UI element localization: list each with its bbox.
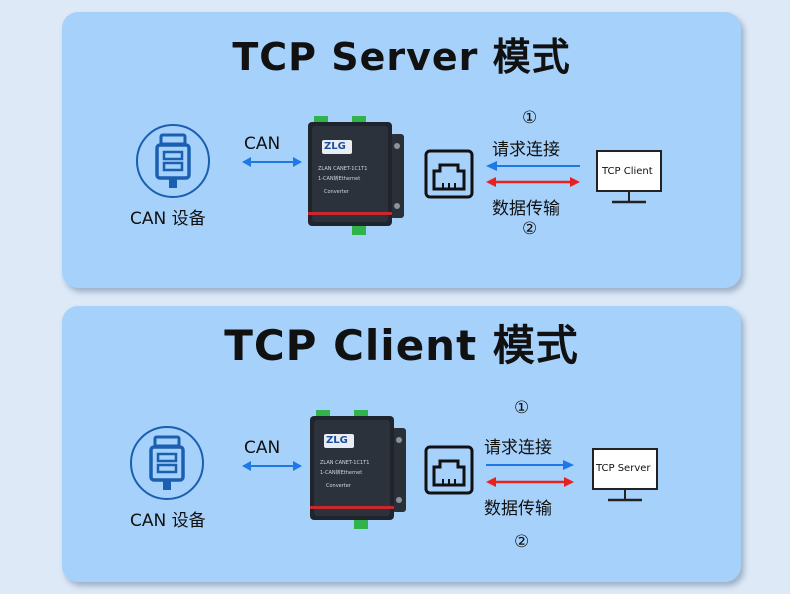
monitor-icon xyxy=(596,150,662,204)
converter-line2: Converter xyxy=(326,483,351,489)
request-arrow xyxy=(486,460,574,470)
tcp-server-panel: TCP Server 模式 CAN 设备 CAN ZLG ZLAN CANET-… xyxy=(62,12,741,288)
panel-title: TCP Client 模式 xyxy=(224,321,579,370)
request-arrow xyxy=(486,161,580,171)
can-device-label: CAN 设备 xyxy=(130,511,206,531)
data-transfer-label: 数据传输 xyxy=(492,199,560,219)
converter-brand: ZLG xyxy=(326,435,348,446)
converter-line1: 1-CAN转Ethernet xyxy=(320,470,363,476)
data-transfer-label: 数据传输 xyxy=(484,499,552,519)
tcp-client-panel: TCP Client 模式 CAN 设备 CAN ZLG ZLAN CANET-… xyxy=(62,306,741,582)
ethernet-port-icon xyxy=(424,149,474,199)
converter-line2: Converter xyxy=(324,189,349,195)
converter-model: ZLAN CANET-1C1T1 xyxy=(320,460,370,466)
request-connection-label: 请求连接 xyxy=(484,438,552,458)
data-transfer-arrow xyxy=(486,477,574,487)
converter-device xyxy=(308,116,404,235)
step-1-marker: ① xyxy=(514,398,530,418)
can-link-label: CAN xyxy=(244,438,281,458)
peer-label: TCP Server xyxy=(596,463,651,474)
can-link-arrow xyxy=(242,157,302,167)
converter-line1: 1-CAN转Ethernet xyxy=(318,176,361,182)
converter-brand: ZLG xyxy=(324,141,346,152)
converter-model: ZLAN CANET-1C1T1 xyxy=(318,166,368,172)
can-link-label: CAN xyxy=(244,134,281,154)
data-transfer-arrow xyxy=(486,177,580,187)
step-1-marker: ① xyxy=(522,108,538,128)
can-link-arrow xyxy=(242,461,302,471)
peer-label: TCP Client xyxy=(602,166,653,177)
panel-title: TCP Server 模式 xyxy=(232,35,571,79)
can-device-icon xyxy=(130,426,204,500)
can-device-icon xyxy=(136,124,210,198)
request-connection-label: 请求连接 xyxy=(492,140,560,160)
step-2-marker: ② xyxy=(522,219,538,239)
converter-device xyxy=(310,410,406,529)
can-device-label: CAN 设备 xyxy=(130,209,206,229)
monitor-icon xyxy=(592,448,658,502)
ethernet-port-icon xyxy=(424,445,474,495)
step-2-marker: ② xyxy=(514,532,530,552)
